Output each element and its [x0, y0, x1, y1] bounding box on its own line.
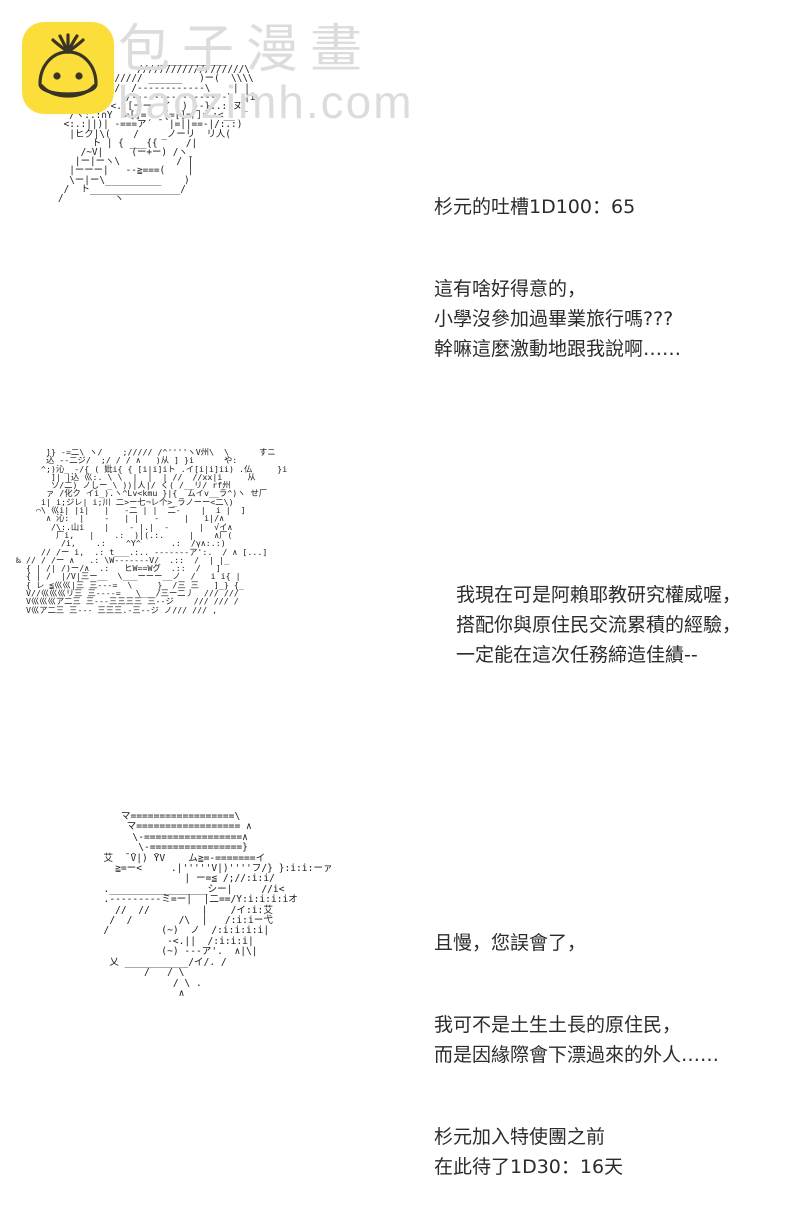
dialogue-block-sugimoto-comment: 杉元的吐槽1D100：65 這有啥好得意的， 小學沒參加過畢業旅行嗎??? 幹嘛…	[434, 162, 681, 394]
dialogue-line: 杉元加入特使團之前 在此待了1D30：16天	[434, 1126, 624, 1178]
dialogue-line: 且慢，您誤會了，	[434, 932, 587, 954]
baozi-bun-logo-icon	[22, 22, 114, 114]
dialogue-block-researcher-speech: 我現在可是阿賴耶教研究權威喔， 搭配你與原住民交流累積的經驗， 一定能在這次任務…	[456, 550, 741, 700]
dialogue-line: 杉元的吐槽1D100：65	[434, 196, 636, 218]
dialogue-block-native-speech: 且慢，您誤會了， 我可不是土生土長的原住民， 而是因緣際會下漂過來的外人…… 杉…	[434, 898, 719, 1212]
ascii-art-character-native: マ==================\ マ==================…	[103, 811, 333, 999]
dialogue-line: 我現在可是阿賴耶教研究權威喔， 搭配你與原住民交流累積的經驗， 一定能在這次任務…	[456, 584, 742, 666]
ascii-art-character-researcher: ]} -=二\ ヽ/ ;///// /^''''ヽV州\ \ すニ 込 --二ジ…	[15, 447, 288, 615]
ascii-art-character-sugimoto: ____________ ///////////////////\ ///// …	[58, 55, 256, 205]
dialogue-line: 這有啥好得意的， 小學沒參加過畢業旅行嗎??? 幹嘛這麼激動地跟我說啊……	[434, 278, 682, 360]
dialogue-line: 我可不是土生土長的原住民， 而是因緣際會下漂過來的外人……	[434, 1014, 720, 1066]
